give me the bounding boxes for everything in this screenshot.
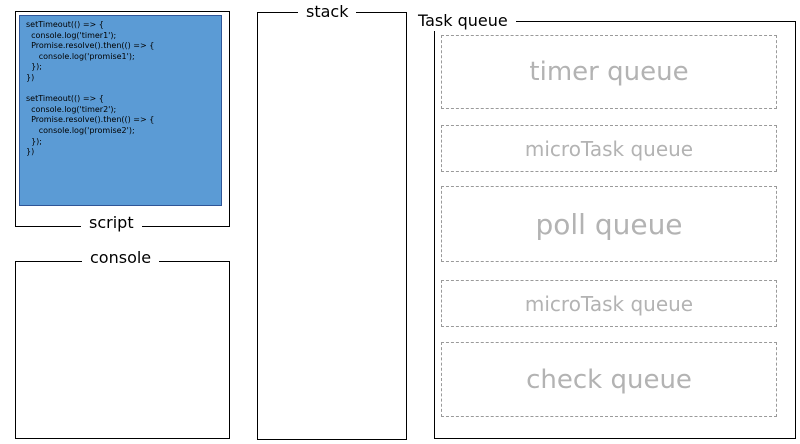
script-code: setTimeout(() => { console.log('timer1')… [26, 20, 155, 157]
check-queue: check queue [441, 342, 777, 417]
task-queue-panel [434, 21, 796, 439]
stack-label: stack [298, 2, 357, 22]
console-label: console [82, 248, 160, 268]
timer-queue: timer queue [441, 35, 777, 109]
console-panel [15, 261, 230, 439]
poll-queue: poll queue [441, 186, 777, 262]
microtask-queue-2: microTask queue [441, 280, 777, 327]
script-label: script [81, 213, 142, 233]
microtask-queue-1: microTask queue [441, 125, 777, 172]
stack-panel [257, 12, 407, 440]
task-queue-label: Task queue [410, 11, 516, 31]
script-code-block: setTimeout(() => { console.log('timer1')… [19, 15, 222, 206]
